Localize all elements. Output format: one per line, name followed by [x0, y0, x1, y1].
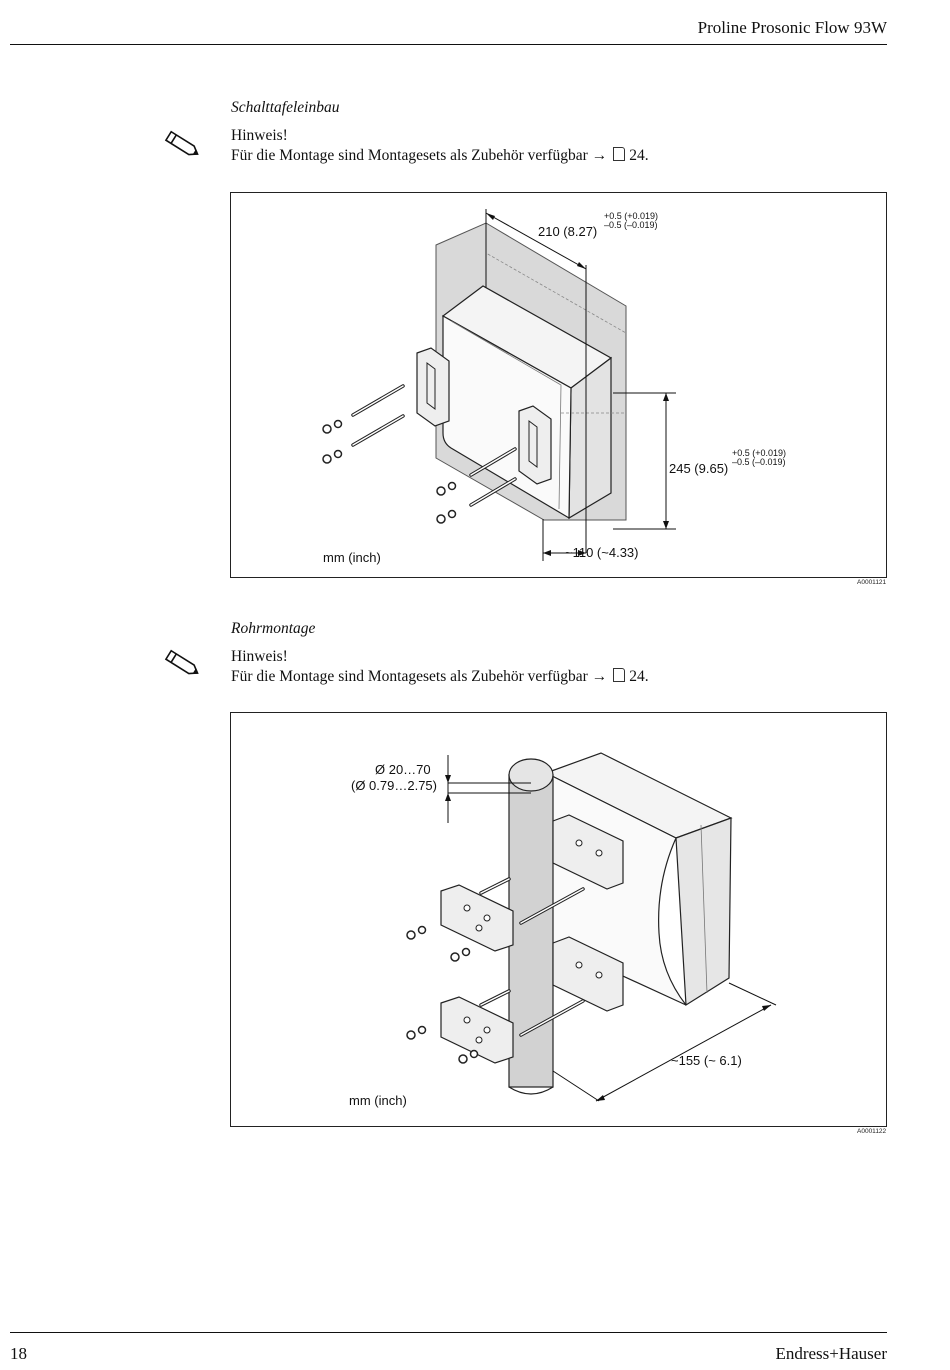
page-reference-icon — [613, 147, 626, 161]
mounting-bracket-lower — [552, 936, 624, 1012]
note-pencil-icon — [164, 649, 199, 675]
pipe — [508, 774, 554, 1088]
footer-brand: Endress+Hauser — [775, 1344, 887, 1363]
figure-pipe-mounting: Ø 20…70 (Ø 0.79…2.75) ~155 (~ 6.1) mm (i… — [230, 712, 887, 1127]
document-header-title: Proline Prosonic Flow 93W — [697, 18, 887, 37]
note-text: Für die Montage sind Montagesets als Zub… — [231, 147, 608, 164]
dimension-width-tolerance-plus: +0.5 (+0.019) — [604, 211, 658, 221]
pipe-mounting-drawing: Ø 20…70 (Ø 0.79…2.75) ~155 (~ 6.1) mm (i… — [349, 752, 777, 1108]
footer-rule — [10, 1332, 887, 1333]
housing-side — [675, 817, 732, 1007]
unit-label: mm (inch) — [349, 1093, 407, 1108]
section-title-pipe-mounting: Rohrmontage — [231, 620, 316, 637]
note-body: Für die Montage sind Montagesets als Zub… — [231, 667, 649, 687]
note-heading: Hinweis! — [231, 127, 288, 144]
mounting-bracket-lower — [518, 405, 552, 485]
section-title-panel-mounting: Schalttafeleinbau — [231, 99, 340, 116]
figure-id: A0001121 — [857, 579, 887, 586]
dimension-width-tolerance-minus: –0.5 (–0.019) — [604, 220, 658, 230]
dimension-depth-label: ~155 (~ 6.1) — [671, 1053, 742, 1068]
pipe-clamp-upper — [440, 884, 514, 952]
note-pencil-icon — [164, 130, 199, 156]
page-number: 18 — [10, 1344, 27, 1363]
dimension-height-tolerance-minus: –0.5 (–0.019) — [732, 457, 786, 467]
figure-id: A0001122 — [857, 1128, 887, 1135]
note-panel-mounting: Hinweis! Für die Montage sind Montageset… — [231, 126, 649, 166]
header-rule — [10, 44, 887, 45]
pipe-clamp-lower — [440, 996, 514, 1064]
nuts-and-washers — [322, 419, 457, 524]
mounting-bracket-upper — [552, 814, 624, 890]
nuts-and-washers — [406, 925, 479, 1064]
dimension-width-label: 210 (8.27) — [538, 224, 597, 239]
note-body: Für die Montage sind Montagesets als Zub… — [231, 146, 649, 166]
mounting-bracket-upper — [416, 347, 450, 427]
page-reference-icon — [613, 668, 626, 682]
figure-panel-mounting: 210 (8.27) +0.5 (+0.019) –0.5 (–0.019) 2… — [230, 192, 887, 578]
note-page-reference: 24. — [629, 668, 649, 685]
note-pipe-mounting: Hinweis! Für die Montage sind Montageset… — [231, 647, 649, 687]
dimension-depth-label: ~110 (~4.33) — [565, 545, 638, 560]
dimension-height-tolerance-plus: +0.5 (+0.019) — [732, 448, 786, 458]
dimension-pipe-diameter-mm: Ø 20…70 — [375, 762, 431, 777]
note-text: Für die Montage sind Montagesets als Zub… — [231, 668, 608, 685]
dimension-pipe-diameter-inch: (Ø 0.79…2.75) — [351, 778, 437, 793]
pipe-end — [508, 758, 554, 792]
dimension-height-label: 245 (9.65) — [669, 461, 728, 476]
panel-mounting-drawing: 210 (8.27) +0.5 (+0.019) –0.5 (–0.019) 2… — [322, 209, 786, 565]
note-page-reference: 24. — [629, 147, 649, 164]
unit-label: mm (inch) — [323, 550, 381, 565]
note-heading: Hinweis! — [231, 648, 288, 665]
